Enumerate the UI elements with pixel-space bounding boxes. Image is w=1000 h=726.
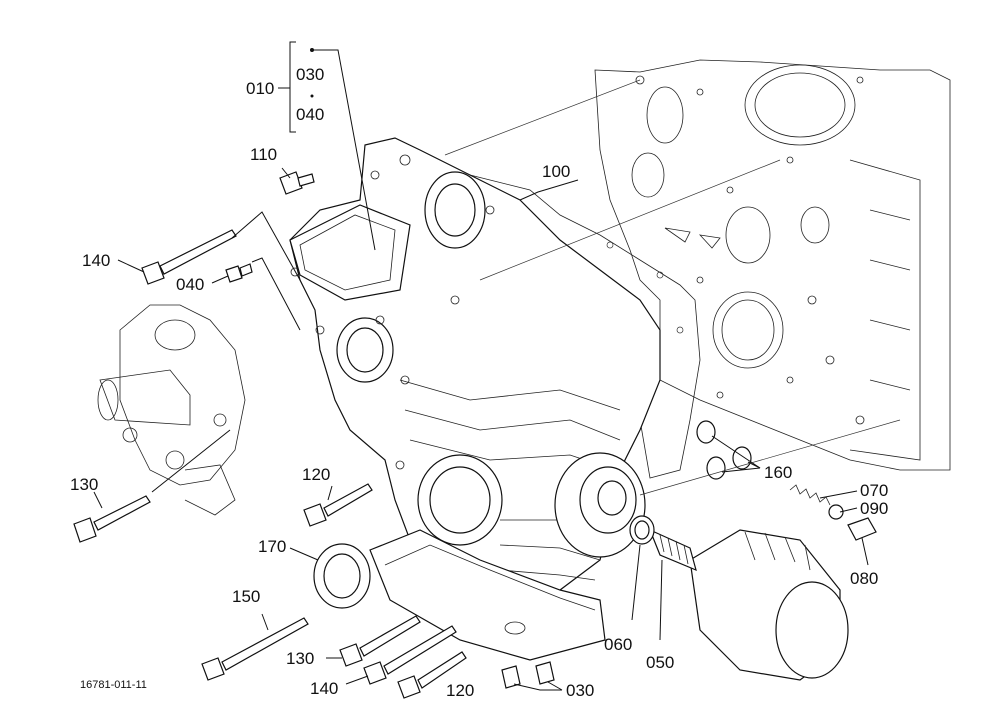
bolt-130-bottom [339,615,421,667]
callout-030-top: 030 [296,65,324,84]
callout-120-mid: 120 [302,465,330,484]
leader-lines [93,41,901,691]
crank-seal-170 [313,543,371,609]
callout-050: 050 [646,653,674,672]
callout-110: 110 [250,145,277,164]
o-ring-060 [629,515,655,545]
callout-030-bottom: 030 [566,681,594,700]
oil-filter-cartridge [689,529,849,681]
callout-160: 160 [764,463,792,482]
callout-130-bottom: 130 [286,649,314,668]
drawing-number: 16781-011-11 [80,679,147,691]
lower-case-pan [369,529,606,661]
filter-nipple-050 [648,528,697,572]
callout-070: 070 [860,481,888,500]
bolt-040-mid [225,263,253,283]
bolt-130-left [73,495,151,543]
callout-060: 060 [604,635,632,654]
callout-150: 150 [232,587,260,606]
callout-170: 170 [258,537,286,556]
callout-140-top: 140 [82,251,110,270]
callout-080: 080 [850,569,878,588]
callout-120-bottom: 120 [446,681,474,700]
bolt-150 [201,617,309,681]
bolt-140-bottom [363,625,457,685]
plugs-030 [501,661,555,689]
callout-040-mid: 040 [176,275,204,294]
bolt-110 [279,171,315,195]
water-pump [97,304,246,516]
bolt-140-top [141,229,237,285]
bolt-120-bottom [397,651,467,699]
bolt-120-mid [303,483,373,527]
callout-100: 100 [542,162,570,181]
callout-labels: 010 030 040 110 140 040 100 130 120 170 … [70,65,888,700]
relief-valve-parts [789,484,877,541]
engine-block [594,59,951,471]
callout-040-top: 040 [296,105,324,124]
callout-010: 010 [246,79,274,98]
callout-140-bottom: 140 [310,679,338,698]
oil-filter-boss [554,452,646,558]
callout-130-left: 130 [70,475,98,494]
callout-090: 090 [860,499,888,518]
